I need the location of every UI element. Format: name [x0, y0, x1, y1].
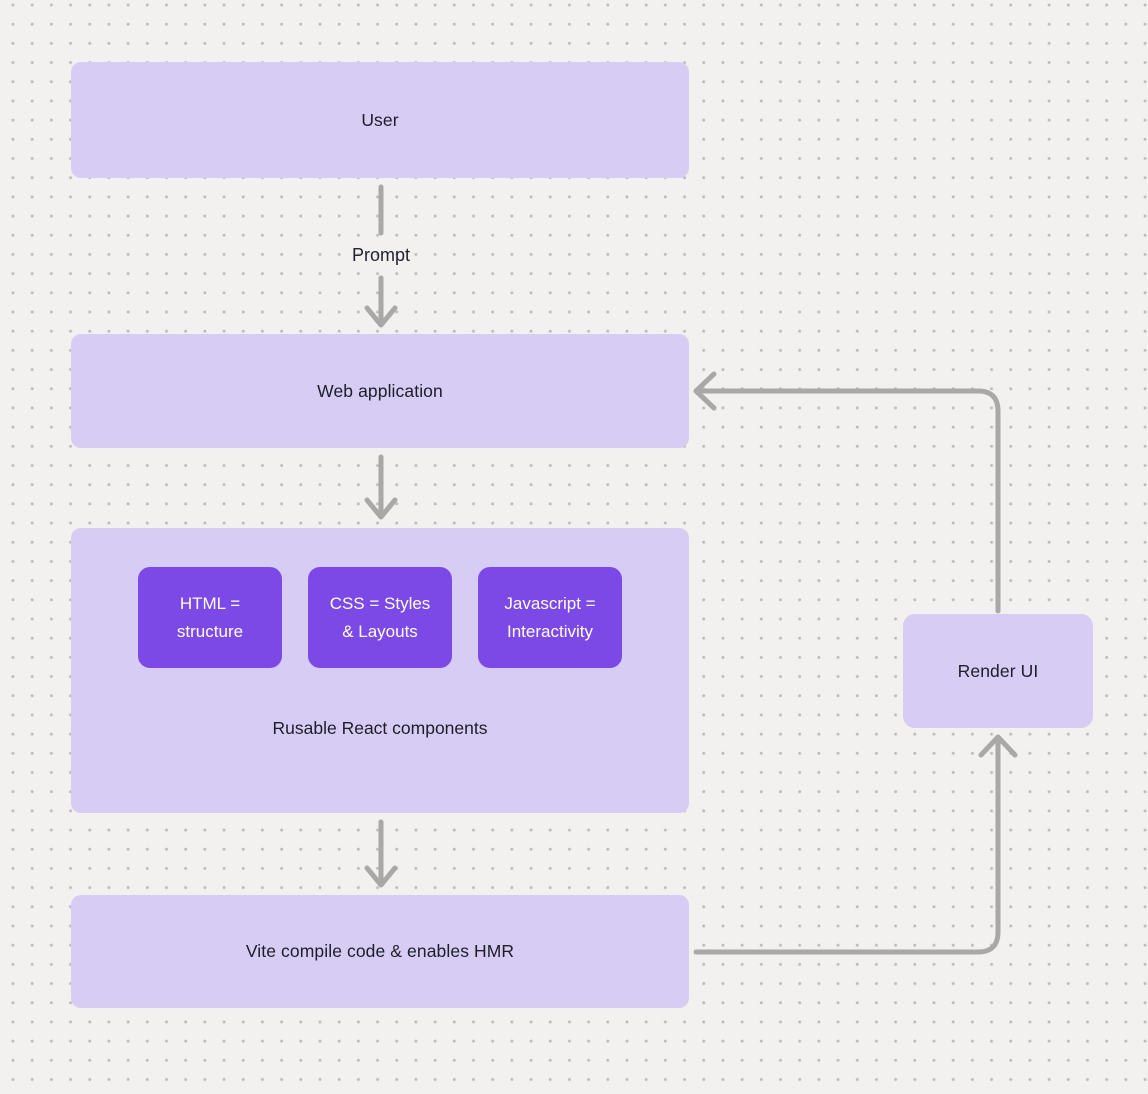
node-vite[interactable]: Vite compile code & enables HMR [71, 895, 689, 1008]
arrow-down-head-2 [364, 497, 398, 520]
chip-html-label: HTML = structure [176, 593, 244, 641]
chip-javascript[interactable]: Javascript = Interactivity [478, 567, 622, 668]
arrow-left-head [693, 371, 717, 411]
node-web-application[interactable]: Web application [71, 334, 689, 448]
arrow-webapp-to-components [364, 454, 398, 520]
node-render-ui[interactable]: Render UI [903, 614, 1093, 728]
arrow-vite-to-renderui-path [693, 737, 1001, 955]
arrow-components-to-vite [364, 819, 398, 888]
chip-css-label: CSS = Styles & Layouts [329, 593, 431, 641]
chip-html[interactable]: HTML = structure [138, 567, 282, 668]
chip-css[interactable]: CSS = Styles & Layouts [308, 567, 452, 668]
chip-javascript-label: Javascript = Interactivity [504, 593, 596, 641]
edge-label-prompt: Prompt [351, 245, 411, 265]
node-user[interactable]: User [71, 62, 689, 178]
arrow-down-head-1 [364, 305, 398, 328]
node-vite-label: Vite compile code & enables HMR [245, 941, 515, 961]
components-chips-row: HTML = structure CSS = Styles & Layouts … [138, 567, 622, 668]
arrow-down-head-3 [364, 865, 398, 888]
arrow-up-head [978, 734, 1018, 758]
components-group-caption: Rusable React components [272, 718, 488, 738]
arrow-renderui-to-webapp [693, 371, 1001, 614]
arrow-vite-to-renderui [693, 734, 1018, 955]
node-components-group[interactable]: HTML = structure CSS = Styles & Layouts … [71, 528, 689, 813]
node-render-ui-label: Render UI [957, 660, 1039, 681]
node-user-label: User [361, 109, 399, 130]
arrow-renderui-to-webapp-path [696, 388, 1001, 614]
node-web-application-label: Web application [317, 380, 443, 401]
